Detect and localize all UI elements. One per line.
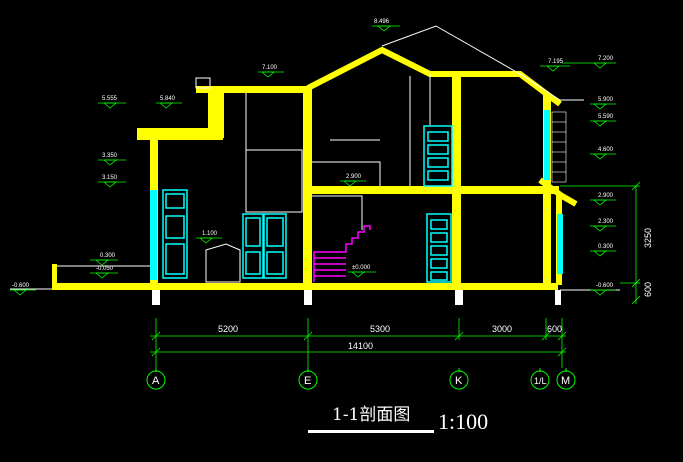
level-right-mid: 4.600: [598, 147, 614, 153]
level-stair-base: ±0.000: [352, 265, 371, 271]
level-right-low-a: 2.900: [598, 193, 614, 199]
level-left-mid-b: 3.150: [102, 175, 118, 181]
level-step-interior: 1.100: [202, 231, 218, 237]
dim-l-m: 600: [547, 324, 562, 334]
door-left-2: [242, 213, 287, 279]
roof-outline: [381, 25, 584, 101]
dim-vertical-upper: 3250: [643, 228, 653, 248]
level-floor-2: 2.900: [346, 174, 362, 180]
level-right-low-b: 2.300: [598, 219, 614, 225]
level-parapet-top: 5.555: [102, 96, 118, 102]
level-left-ground-a: 0.300: [100, 253, 116, 259]
dim-total: 14100: [348, 341, 373, 351]
axis-m: M: [561, 375, 570, 387]
axis-1-l: 1/L: [534, 376, 547, 386]
level-eave-right-outer: 7.200: [598, 56, 614, 62]
vertical-dimension: [560, 181, 641, 305]
axis-bubbles: [146, 368, 576, 390]
level-right-upper-a: 5.900: [598, 97, 614, 103]
level-ridge: 8.496: [374, 19, 390, 25]
axis-a: A: [152, 375, 160, 387]
level-left-outer: -0.600: [12, 283, 30, 289]
axis-k: K: [455, 375, 463, 387]
level-right-upper-b: 5.590: [598, 114, 614, 120]
level-eave-right: 7.195: [548, 59, 564, 65]
structure-yellow: [137, 75, 562, 285]
footings: [152, 290, 561, 305]
level-left-mid-a: 3.350: [102, 153, 118, 159]
drawing-title: 1-1剖面图: [332, 405, 411, 425]
level-roof-left: 7.100: [262, 65, 278, 71]
door-left-1: [162, 189, 188, 279]
dim-vertical-lower: 600: [643, 282, 653, 297]
title-block: 1-1剖面图 1:100: [300, 398, 530, 438]
level-right-low-c: 0.300: [598, 244, 614, 250]
dim-k-l: 3000: [492, 324, 512, 334]
drawing-scale: 1:100: [438, 409, 489, 434]
dim-a-e: 5200: [218, 324, 238, 334]
window-right: [544, 110, 563, 274]
stair: [313, 225, 371, 282]
dim-e-k: 5300: [370, 324, 390, 334]
interior-lines: [195, 74, 431, 283]
window-right-grid: [551, 111, 567, 183]
level-labels: 8.496 7.100 7.195 7.200 5.555 5.840 5.90…: [12, 19, 614, 289]
dimension-lines: [150, 318, 567, 368]
door-lower-k: [426, 213, 452, 283]
left-wall-cladding: [150, 190, 157, 280]
door-upper-k: [423, 125, 453, 187]
level-right-ground: -0.600: [596, 283, 614, 289]
axis-e: E: [304, 375, 311, 387]
level-left-ground-b: -0.050: [96, 266, 114, 272]
title-underline: [308, 430, 434, 433]
level-parapet: 5.840: [160, 96, 176, 102]
level-markers: [10, 25, 616, 296]
